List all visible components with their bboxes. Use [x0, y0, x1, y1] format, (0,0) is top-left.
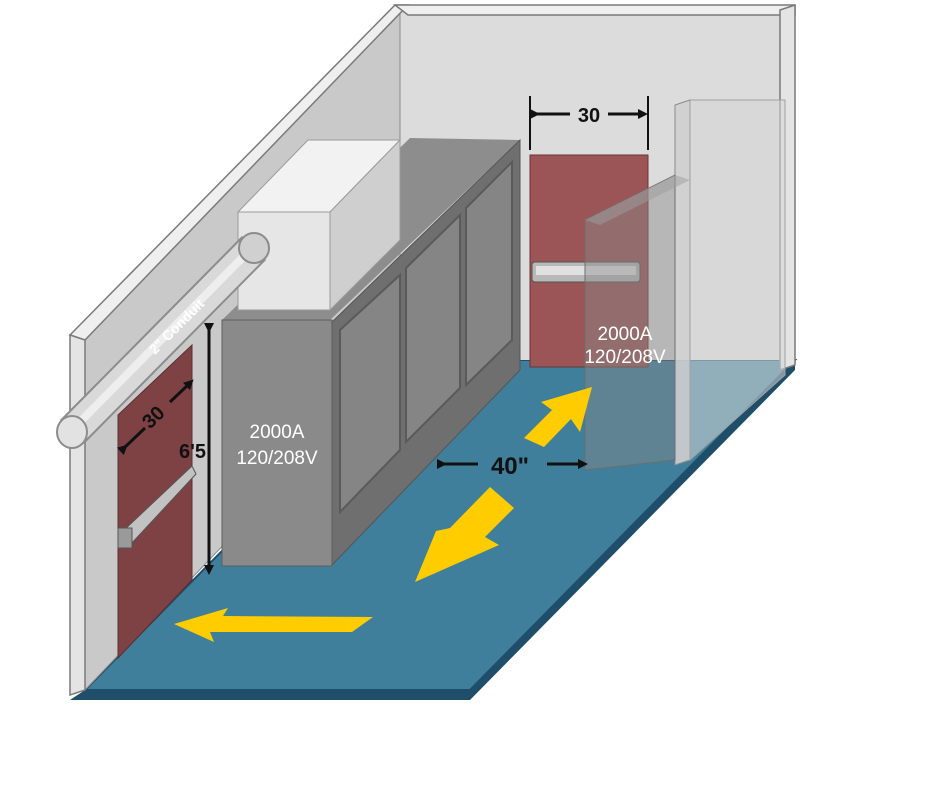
back-door-width-dimension: 30	[529, 96, 649, 150]
cabinet-door-2	[405, 212, 461, 445]
left-door	[117, 343, 197, 660]
secondary-switchgear: 2000A 120/208V	[584, 174, 690, 471]
back-wall-rim	[392, 3, 796, 372]
arrow-toward-front	[415, 487, 514, 582]
conduit: 2" Conduit	[56, 232, 270, 449]
clearance-label: 40"	[491, 453, 529, 480]
main-rating-label: 2000A	[250, 422, 305, 443]
right-glass-wall	[674, 99, 786, 466]
back-door	[529, 154, 649, 368]
arrow-toward-back-door	[524, 387, 592, 447]
main-voltage-label: 120/208V	[236, 448, 318, 469]
door-height-label: 6'5	[179, 441, 206, 463]
cabinet-door-1	[339, 272, 401, 515]
secondary-voltage-label: 120/208V	[584, 347, 666, 368]
door-height-dimension: 6'5	[179, 323, 214, 575]
clearance-dimension: 40"	[437, 453, 588, 480]
arrow-toward-left-door	[174, 608, 373, 642]
back-door-width-label: 30	[578, 105, 600, 127]
cabinet-door-3	[465, 159, 513, 388]
egress-arrows	[174, 387, 592, 642]
secondary-rating-label: 2000A	[598, 324, 653, 345]
top-box	[236, 138, 402, 312]
